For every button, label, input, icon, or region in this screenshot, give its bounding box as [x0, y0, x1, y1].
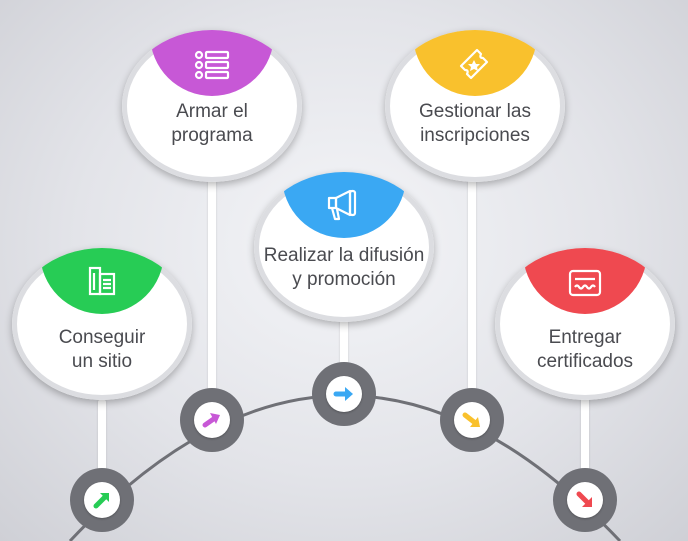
- step-inscripciones: Gestionar las inscripciones: [385, 30, 565, 182]
- arrow-up-right-icon: [93, 493, 109, 509]
- step-difusion-label: Realizar la difusión y promoción: [254, 244, 434, 292]
- step-inscripciones-cap: [413, 30, 537, 96]
- stem-certificados: [581, 398, 589, 498]
- ticket-icon: [459, 48, 489, 80]
- arrow-down-right-icon: [462, 412, 480, 427]
- step-sitio-label: Conseguir un sitio: [12, 326, 192, 374]
- stem-sitio: [98, 400, 106, 500]
- stem-programa: [208, 176, 216, 416]
- node-difusion: [312, 362, 376, 426]
- certificate-icon: [568, 269, 602, 297]
- step-programa-label: Armar el programa: [122, 100, 302, 148]
- label-line-1: Gestionar las: [419, 101, 531, 122]
- step-certificados: Entregar certificados: [495, 248, 675, 400]
- node-certificados: [553, 468, 617, 532]
- step-difusion-cap: [282, 172, 406, 238]
- label-line-2: certificados: [536, 351, 634, 372]
- label-line-2: programa: [171, 125, 253, 146]
- arrow-down-right-icon: [202, 413, 220, 428]
- stem-inscripciones: [468, 176, 476, 420]
- step-certificados-label: Entregar certificados: [495, 326, 675, 374]
- building-icon: [88, 266, 116, 296]
- node-programa: [180, 388, 244, 452]
- label-line-1: Entregar: [548, 327, 622, 348]
- arrow-right-icon: [333, 387, 353, 401]
- node-inscripciones: [440, 388, 504, 452]
- list-icon: [194, 50, 230, 80]
- arrow-down-right-icon: [576, 491, 592, 507]
- step-sitio: Conseguir un sitio: [12, 248, 192, 400]
- step-inscripciones-label: Gestionar las inscripciones: [385, 100, 565, 148]
- label-line-1: Realizar la difusión: [263, 245, 425, 266]
- step-programa: Armar el programa: [122, 30, 302, 182]
- step-sitio-cap: [40, 248, 164, 314]
- node-sitio: [70, 468, 134, 532]
- label-line-2: inscripciones: [420, 125, 530, 146]
- step-programa-cap: [150, 30, 274, 96]
- step-certificados-cap: [523, 248, 647, 314]
- megaphone-icon: [327, 189, 357, 221]
- label-line-2: y promoción: [292, 269, 396, 290]
- label-line-1: Armar el: [176, 101, 248, 122]
- label-line-1: Conseguir: [58, 327, 146, 348]
- step-difusion: Realizar la difusión y promoción: [254, 172, 434, 322]
- stem-difusion: [340, 318, 348, 392]
- label-line-2: un sitio: [71, 351, 133, 372]
